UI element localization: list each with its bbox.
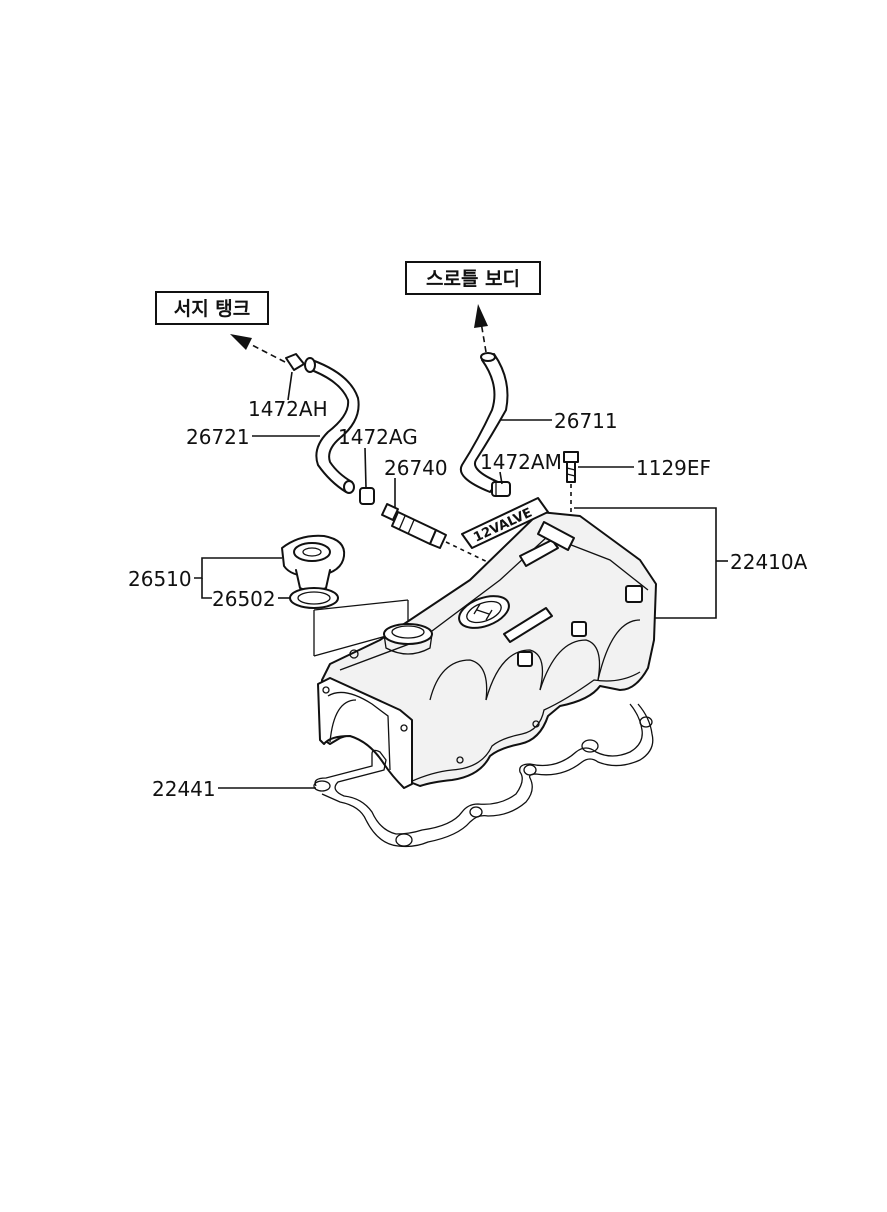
clamp-1472ag	[359, 487, 375, 505]
callout-throttle-body: 스로틀 보디	[405, 261, 541, 295]
label-1472ah: 1472AH	[248, 397, 328, 421]
arrow-to-surge-tank	[230, 334, 286, 363]
hose-26721	[304, 357, 360, 494]
gasket-22441	[313, 703, 654, 848]
label-26740: 26740	[384, 456, 448, 480]
callout-throttle-body-label: 스로틀 보디	[426, 268, 520, 290]
callout-surge-tank-label: 서지 탱크	[174, 298, 251, 320]
pcv-valve-26740	[381, 503, 501, 569]
arrow-to-throttle-body	[474, 304, 488, 353]
clamp-1472am	[491, 481, 511, 497]
bolt-1129ef	[563, 451, 579, 520]
callout-surge-tank: 서지 탱크	[155, 291, 269, 325]
label-26502: 26502	[212, 587, 276, 611]
label-22441: 22441	[152, 777, 216, 801]
gasket-26502	[289, 587, 339, 609]
label-1472am: 1472AM	[480, 450, 562, 474]
clamp-1472ah	[285, 353, 305, 371]
hyundai-logo-emblem	[458, 595, 510, 629]
label-26711: 26711	[554, 409, 618, 433]
label-22410a: 22410A	[730, 550, 808, 574]
label-26721: 26721	[186, 425, 250, 449]
label-1129ef: 1129EF	[636, 456, 711, 480]
label-26510: 26510	[128, 567, 192, 591]
leader-lines	[194, 371, 728, 789]
rocker-cover-22410a: 12VALVE	[317, 497, 657, 789]
label-1472ag: 1472AG	[338, 425, 418, 449]
oil-filler-cap-26510	[281, 534, 346, 592]
